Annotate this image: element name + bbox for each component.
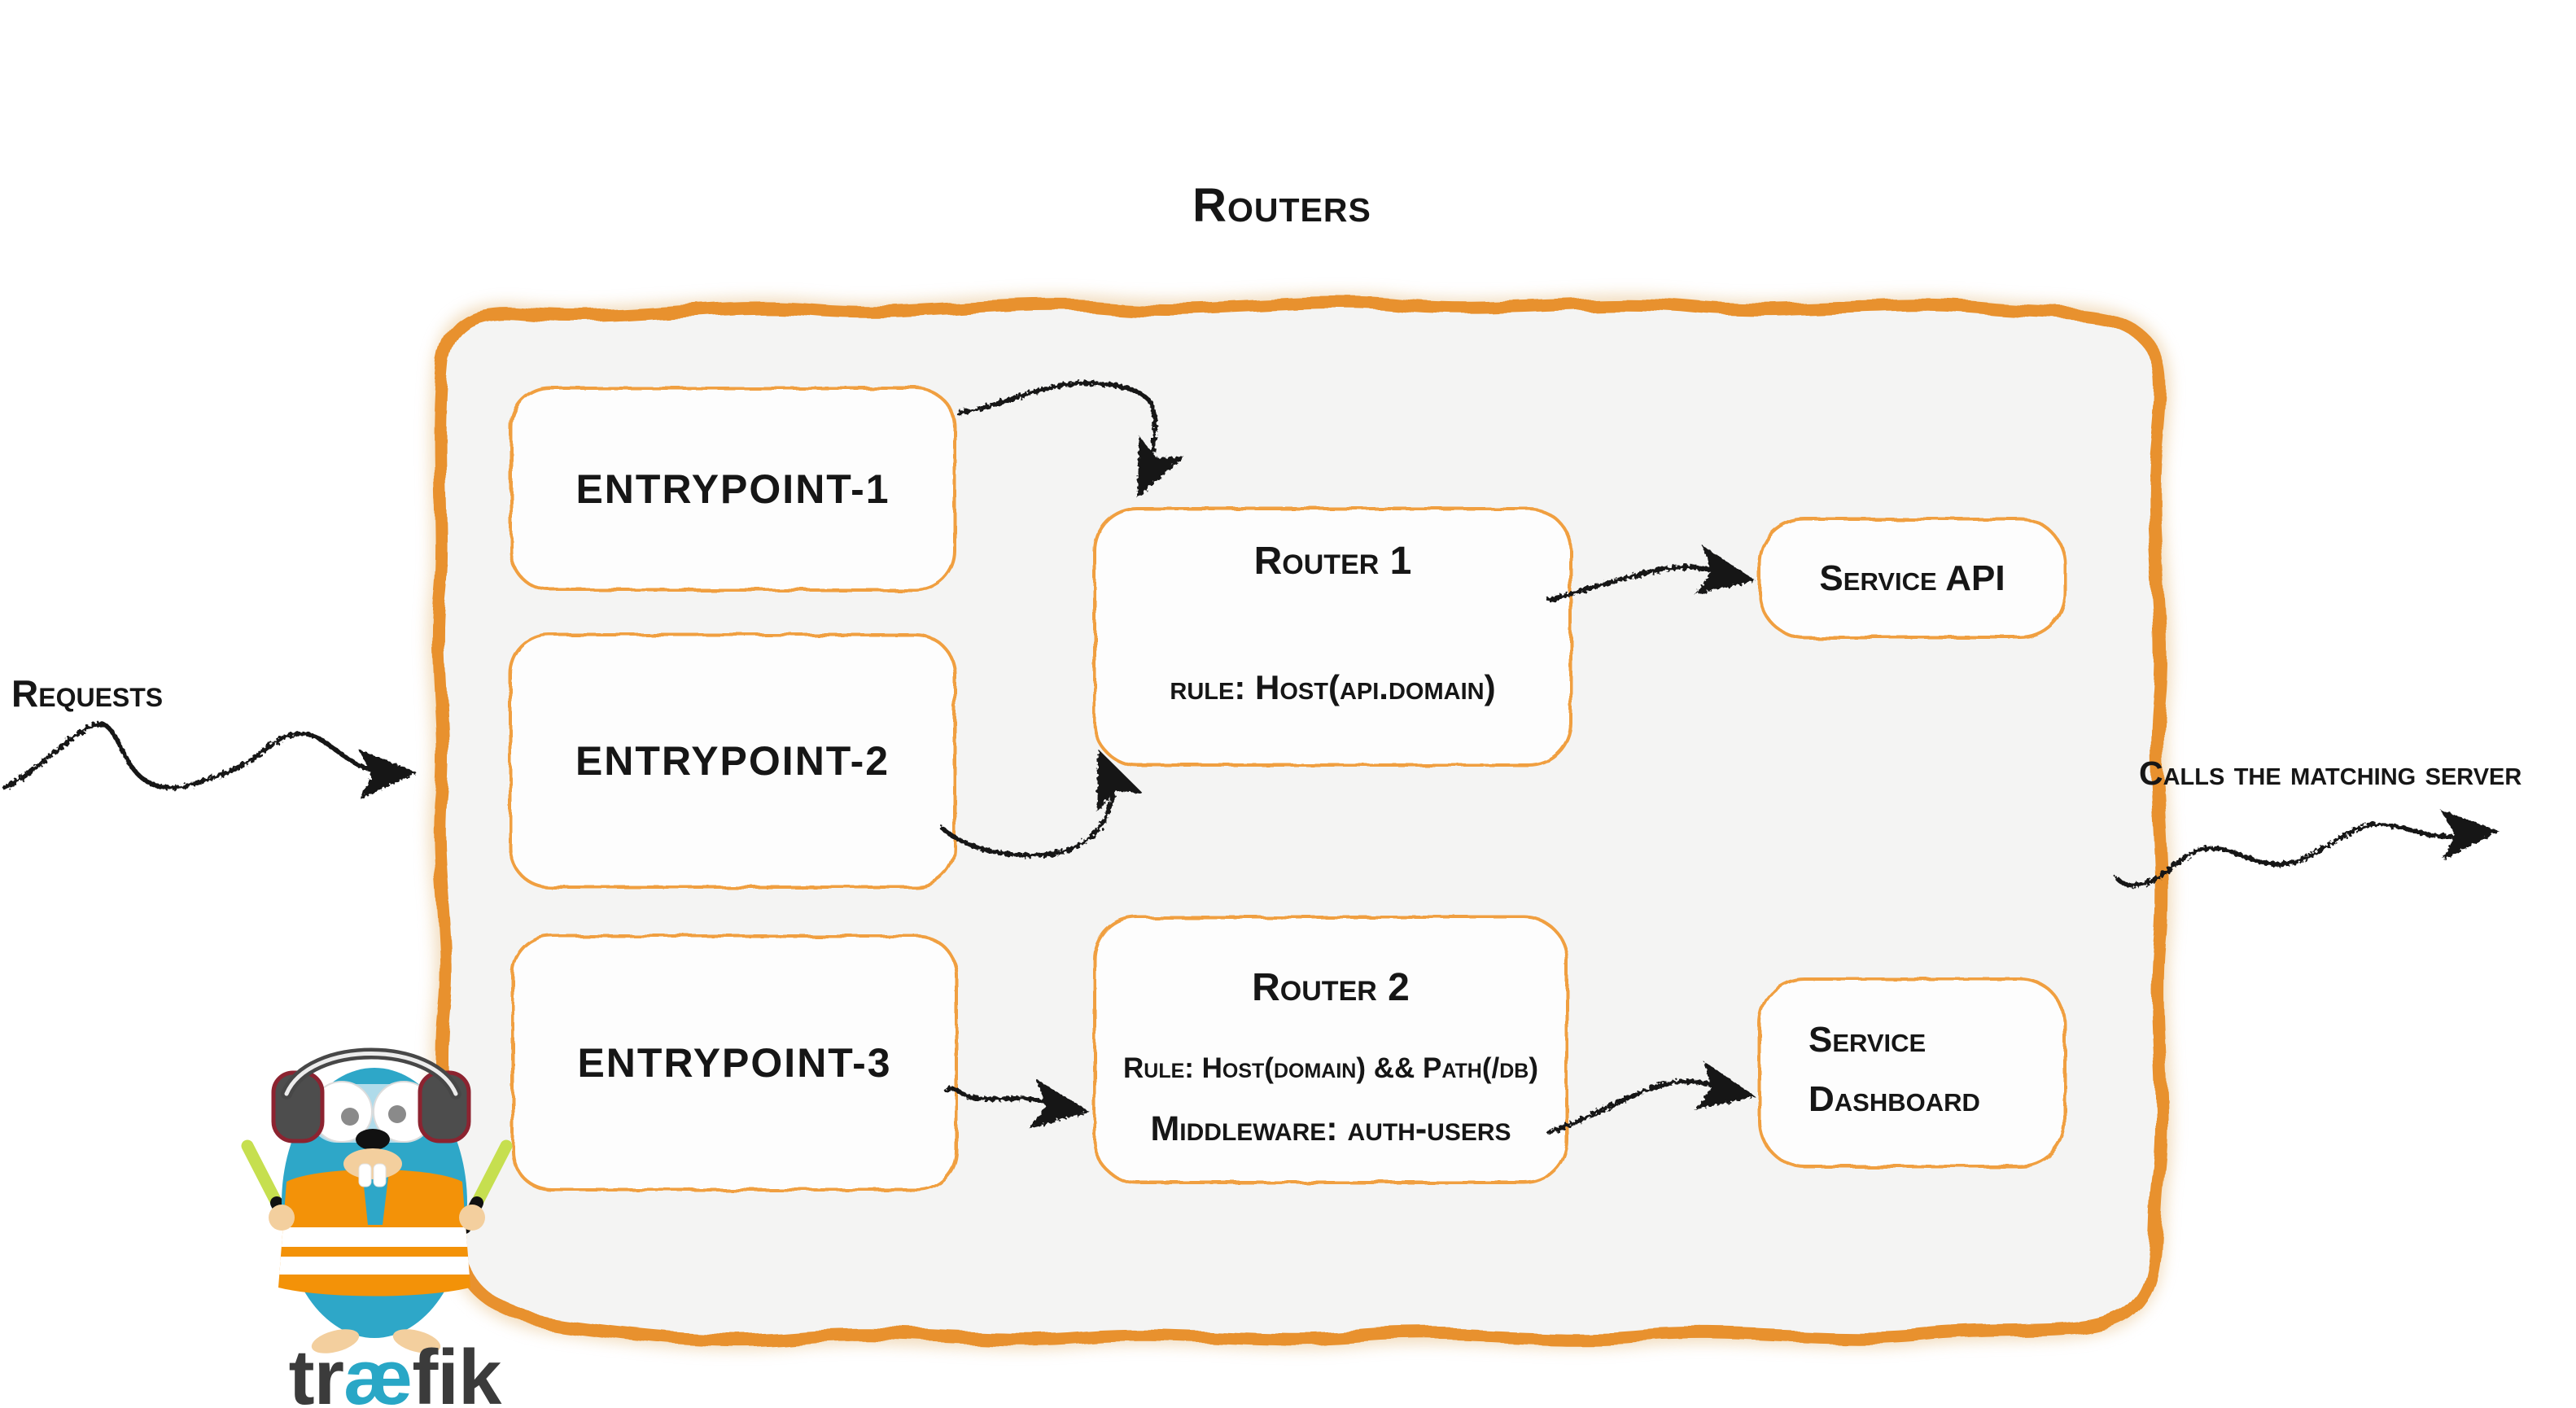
router-2-name: Router 2 — [1252, 966, 1410, 1009]
diagram-title: Routers — [1192, 179, 1371, 232]
left-wand-icon — [241, 1139, 283, 1209]
headphone-band-highlight — [284, 1052, 458, 1096]
vest-stripe-2 — [278, 1257, 470, 1275]
router-2-rule: Rule: Host(domain) && Path(/db) — [1122, 1052, 1539, 1084]
right-wand-icon — [470, 1139, 513, 1209]
gopher-right-pupil — [388, 1105, 406, 1123]
logo-text-pre: tr — [288, 1333, 344, 1408]
traefik-gopher-logo — [241, 1047, 513, 1353]
router-1-box-shape — [1093, 507, 1572, 767]
router-2-middleware: Middleware: auth-users — [1150, 1108, 1511, 1148]
gopher-nose — [356, 1129, 390, 1150]
arrow-entrypoint1-to-router1 — [956, 381, 1178, 502]
entrypoint-3-box-shape — [511, 934, 958, 1192]
gopher-right-foot — [392, 1329, 441, 1353]
requests-arrow — [2, 721, 412, 794]
entrypoint-1-box-shape — [510, 387, 956, 592]
entrypoint-1-label: entrypoint-1 — [575, 466, 890, 512]
entrypoint-2-box-shape — [509, 633, 956, 889]
router-1-name: Router 1 — [1253, 540, 1412, 583]
arrow-router2-to-service-dashboard — [1546, 1066, 1754, 1135]
arrow-entrypoint3-to-router2 — [945, 1084, 1087, 1131]
service-api-box-shape — [1758, 518, 2066, 639]
service-dashboard-label: Service Dashboard — [1808, 1020, 1980, 1119]
calls-server-arrow — [2115, 811, 2495, 888]
entrypoint-3-label: entrypoint-3 — [577, 1040, 892, 1086]
entrypoint-2-label: entrypoint-2 — [575, 738, 890, 784]
arrow-router1-to-service-api — [1546, 551, 1753, 602]
gopher-tooth-right — [373, 1163, 387, 1187]
gopher-right-hand — [459, 1205, 485, 1231]
logo-text-ligature: æ — [343, 1333, 413, 1408]
service-api-label: Service API — [1819, 558, 2005, 598]
arrow-entrypoint2-to-router1 — [940, 747, 1137, 858]
router-1-rule: rule: Host(api.domain) — [1170, 668, 1496, 706]
gopher-tooth-left — [358, 1163, 372, 1187]
gopher-muzzle — [343, 1148, 402, 1179]
gopher-left-foot — [311, 1329, 360, 1353]
router-2-box-shape — [1093, 916, 1568, 1184]
gopher-left-hand — [269, 1205, 295, 1231]
vest-stripe-1 — [278, 1227, 470, 1247]
logo-text-post: fik — [412, 1333, 501, 1408]
service-dashboard-box-shape — [1758, 977, 2066, 1168]
gopher-left-pupil — [341, 1108, 359, 1126]
requests-label: Requests — [11, 672, 164, 715]
calls-server-label: Calls the matching server — [2139, 754, 2522, 792]
